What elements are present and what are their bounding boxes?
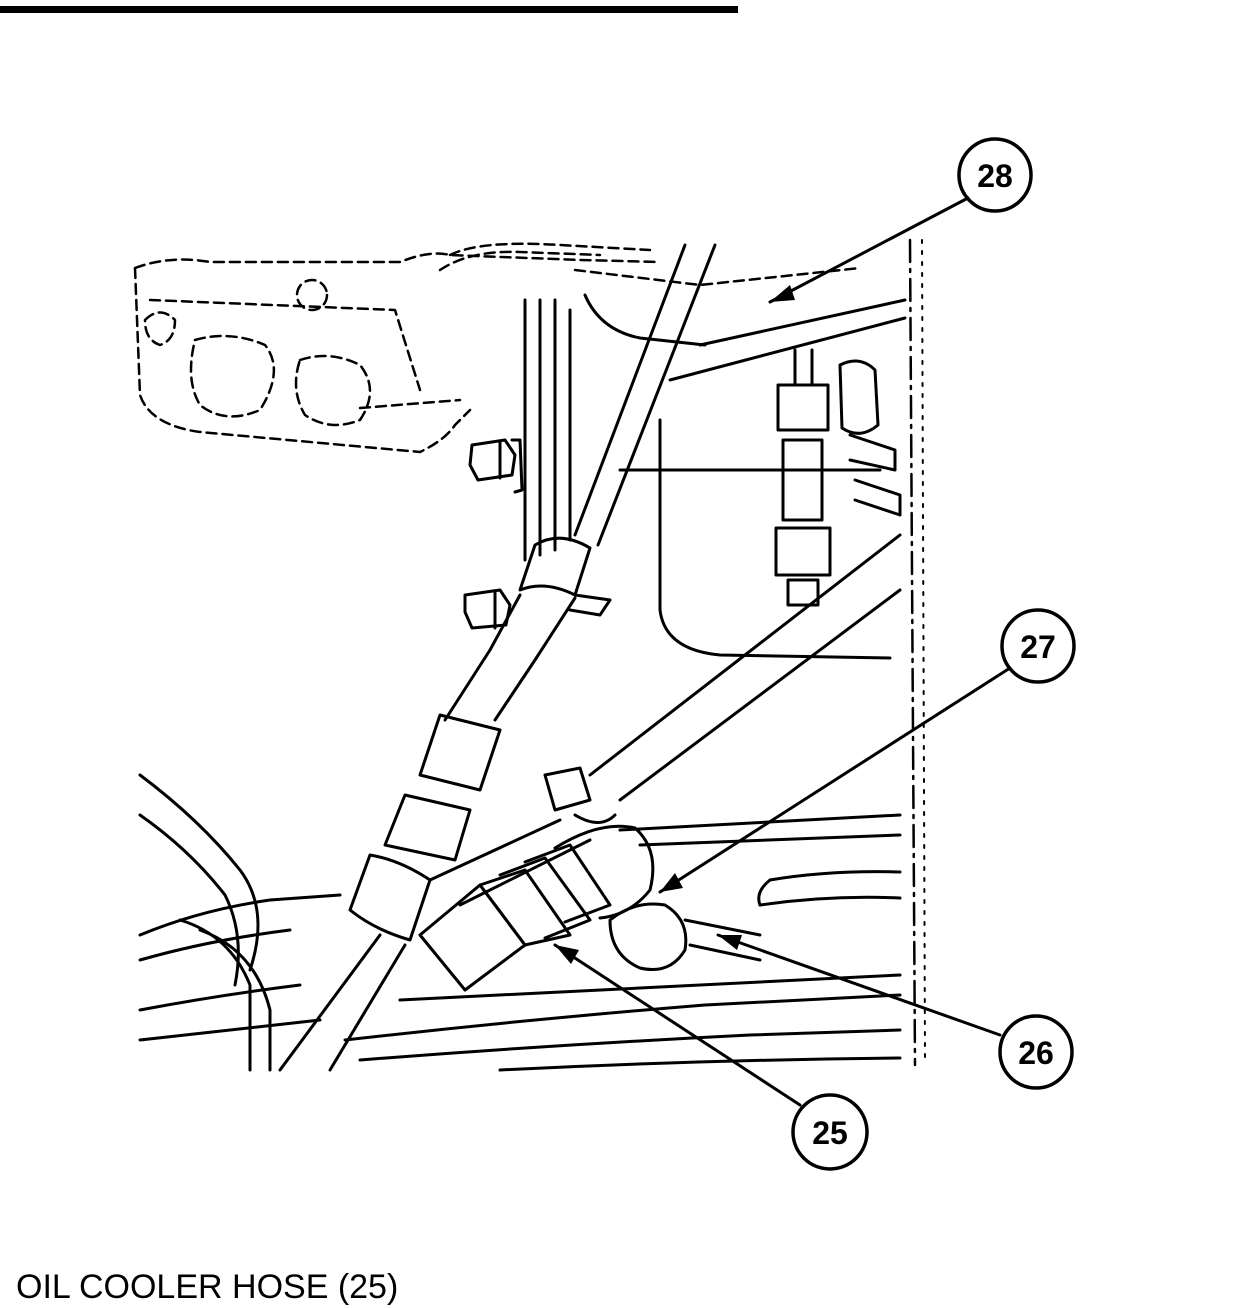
callout-27: 27: [1000, 608, 1076, 684]
figure-caption: OIL COOLER HOSE (25): [16, 1268, 399, 1306]
callout-27-label: 27: [1020, 629, 1056, 665]
vertical-fitting: [774, 348, 902, 607]
oil-cooler-line: [428, 533, 902, 907]
callout-28-label: 28: [977, 158, 1013, 194]
hose-fitting-assembly: [418, 824, 762, 992]
diagonal-hose: [278, 243, 717, 1072]
leader-25: [553, 943, 802, 1107]
leader-arrowheads: [555, 285, 795, 964]
hose-clamp: [543, 593, 617, 824]
leader-27: [658, 666, 1012, 894]
callout-25: 25: [791, 1093, 869, 1171]
leader-26: [716, 933, 1002, 1037]
engine-bracket-phantom: [133, 242, 862, 454]
callout-26: 26: [998, 1014, 1074, 1090]
leader-lines: [553, 196, 1012, 1107]
leader-28: [768, 196, 970, 304]
mounting-bolt: [463, 438, 524, 630]
engine-block-outline: [523, 293, 907, 660]
callout-25-label: 25: [812, 1115, 848, 1151]
header-rule: [0, 6, 738, 13]
frame-rail: [138, 773, 902, 1072]
right-hose: [757, 870, 902, 907]
reference-line-2: [921, 239, 926, 1061]
callout-26-label: 26: [1018, 1035, 1054, 1071]
reference-line: [908, 238, 917, 1067]
callout-28: 28: [957, 137, 1033, 213]
